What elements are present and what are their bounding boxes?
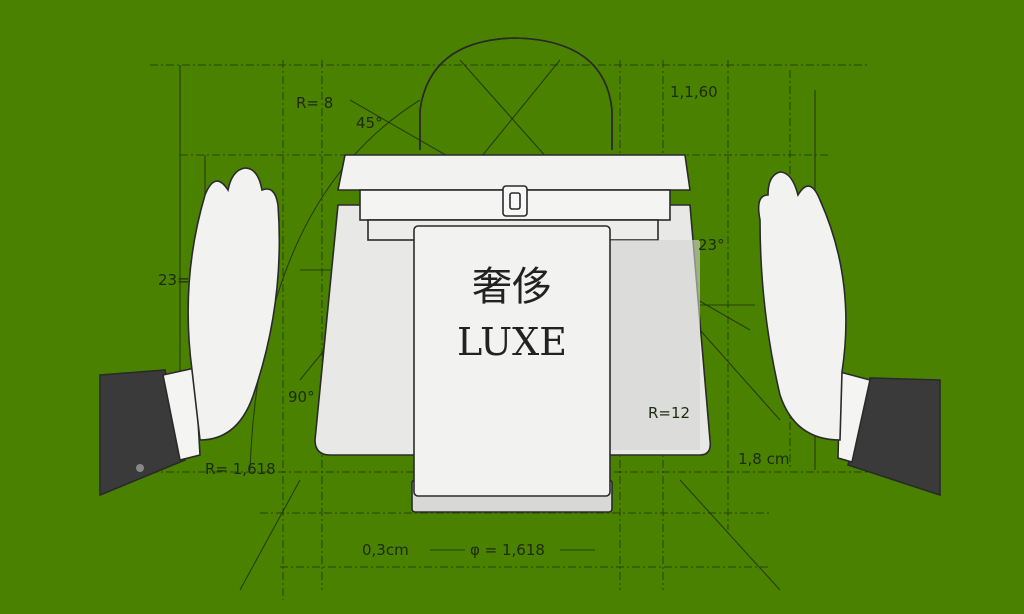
book-title-cn: 奢侈 bbox=[472, 264, 552, 310]
label-r8: R= 8 bbox=[296, 94, 333, 112]
book-cover bbox=[413, 225, 611, 497]
book: 奢侈 LUXE bbox=[411, 225, 613, 513]
label-height: 23= bbox=[158, 271, 190, 289]
label-18cm: 1,8 cm bbox=[738, 450, 789, 468]
bag-clasp bbox=[502, 185, 528, 217]
blueprint-lines bbox=[150, 59, 880, 600]
left-palm bbox=[187, 167, 281, 441]
label-r1618: R= 1,618 bbox=[205, 460, 276, 478]
label-23deg: 23° bbox=[698, 236, 725, 254]
label-r12: R=12 bbox=[648, 404, 690, 422]
left-sleeve bbox=[99, 369, 186, 497]
bag-handle bbox=[419, 37, 613, 150]
label-90deg: 90° bbox=[288, 388, 315, 406]
right-cuff bbox=[837, 370, 871, 464]
label-phi: φ = 1,618 bbox=[470, 541, 545, 559]
book-title-fr: LUXE bbox=[457, 320, 567, 364]
label-top-dim: 1,1,60 bbox=[670, 83, 718, 101]
left-hand bbox=[99, 167, 281, 497]
right-hand bbox=[757, 171, 941, 497]
right-palm bbox=[757, 171, 847, 441]
bag-flap bbox=[337, 154, 691, 191]
label-03cm: 0,3cm bbox=[362, 541, 409, 559]
label-45deg: 45° bbox=[356, 114, 383, 132]
annotations: R= 8 45° 1,1,60 23= 23° 90° R=12 R= 1,61… bbox=[158, 83, 789, 559]
right-sleeve bbox=[847, 377, 941, 497]
left-cuff bbox=[162, 367, 201, 461]
